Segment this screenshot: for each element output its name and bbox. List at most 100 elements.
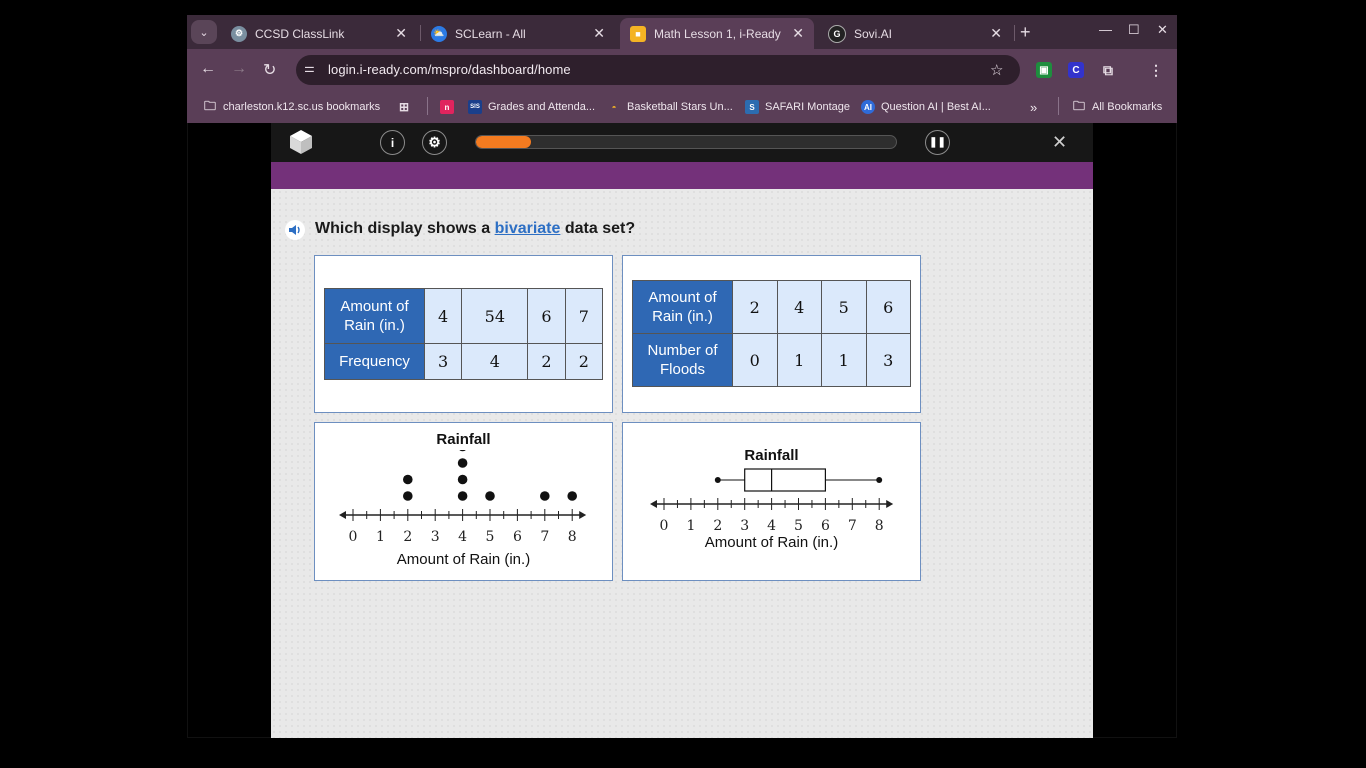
tick-label: 3: [740, 518, 749, 534]
close-lesson-icon[interactable]: ✕: [1052, 132, 1068, 152]
table-cell: 1: [821, 333, 867, 387]
box-plot-title: Rainfall: [744, 447, 799, 464]
tick-label: 7: [848, 518, 857, 534]
table-cell: 4: [461, 343, 529, 380]
tab-title: CCSD ClassLink: [255, 26, 345, 41]
bookmark-grades[interactable]: SIS Grades and Attenda...: [468, 96, 595, 118]
tick-label: 7: [540, 529, 549, 545]
table-cell: 3: [865, 333, 911, 387]
dot-point: [459, 450, 466, 452]
progress-fill: [476, 136, 531, 148]
folder-icon: 🗀: [203, 98, 216, 113]
question-text: Which display shows a: [315, 220, 495, 237]
axis-arrow-right: [886, 500, 894, 508]
sovi-favicon-icon: G: [828, 24, 846, 43]
tab-ccsd-classlink[interactable]: ⚙ CCSD ClassLink ✕: [221, 18, 417, 49]
iready-favicon-icon: ■: [630, 25, 646, 42]
settings-gear-icon[interactable]: ⚙: [422, 130, 447, 155]
sis-icon: SIS: [468, 100, 482, 114]
tick-label: 2: [403, 529, 412, 545]
dot-plot-title: Rainfall: [436, 431, 491, 448]
dot-point: [457, 474, 468, 485]
bookmark-basketball[interactable]: ◓ Basketball Stars Un...: [607, 96, 733, 118]
table-cell: 7: [564, 288, 604, 344]
box-plot-x-axis-label: Amount of Rain (in.): [704, 534, 839, 551]
site-settings-icon[interactable]: ⚌: [304, 61, 315, 75]
extension-c-icon[interactable]: C: [1068, 62, 1084, 78]
table-cell: 0: [732, 333, 778, 387]
apps-grid-button[interactable]: ⊞: [397, 96, 417, 118]
axis-arrow-left: [339, 511, 346, 519]
table-cell: 3: [423, 343, 463, 380]
tab-title: Math Lesson 1, i-Ready: [654, 26, 781, 41]
table-cell: 54: [461, 288, 529, 344]
tick-label: 6: [513, 529, 522, 545]
maximize-icon[interactable]: ☐: [1128, 22, 1140, 37]
menu-dots-icon[interactable]: ⋮: [1149, 61, 1163, 78]
question-ai-icon: AI: [861, 100, 875, 114]
tab-sclearn[interactable]: ⛅ SCLearn - All ✕: [421, 18, 615, 49]
back-icon[interactable]: ←: [200, 60, 216, 77]
table-cell: 1: [776, 333, 822, 387]
tab-title: Sovi.AI: [854, 26, 893, 41]
url-text[interactable]: login.i-ready.com/mspro/dashboard/home: [328, 62, 571, 77]
all-bookmarks-folder[interactable]: 🗀 All Bookmarks: [1072, 96, 1162, 118]
bookmark-star-icon[interactable]: ☆: [990, 62, 1004, 79]
dot-point: [403, 474, 413, 485]
table-row-header: Amount of Rain (in.): [632, 280, 733, 334]
lesson-banner: [271, 162, 1093, 189]
bookmark-question-ai[interactable]: AI Question AI | Best AI...: [861, 96, 991, 118]
pause-icon[interactable]: ❚❚: [925, 130, 950, 155]
tick-label: 1: [376, 529, 385, 545]
tick-label: 2: [713, 518, 722, 534]
bookmark-label: Question AI | Best AI...: [881, 101, 991, 113]
table-cell: 6: [527, 288, 566, 344]
tick-label: 3: [431, 529, 440, 545]
minimize-icon[interactable]: —: [1099, 22, 1112, 37]
extensions-puzzle-icon[interactable]: ⧉: [1103, 61, 1113, 78]
bookmark-label: Basketball Stars Un...: [627, 101, 733, 113]
axis-arrow-left: [650, 500, 657, 508]
new-tab-icon[interactable]: +: [1020, 22, 1031, 42]
apps-grid-icon: ⊞: [398, 100, 410, 114]
folder-icon: 🗀: [1072, 98, 1085, 113]
tick-label: 1: [686, 518, 695, 534]
close-tab-icon[interactable]: ✕: [395, 25, 407, 41]
answer-choice-dot-plot[interactable]: [314, 422, 613, 581]
forward-icon[interactable]: →: [231, 60, 247, 77]
table-cell: 4: [776, 280, 822, 334]
table-cell: 2: [732, 280, 778, 334]
speaker-audio-icon[interactable]: [285, 220, 305, 240]
close-tab-icon[interactable]: ✕: [990, 25, 1002, 41]
tab-iready[interactable]: ■ Math Lesson 1, i-Ready ✕: [620, 18, 814, 49]
bookmark-label: All Bookmarks: [1092, 101, 1163, 113]
address-bar[interactable]: [296, 55, 1020, 85]
tick-label: 0: [349, 529, 358, 545]
close-tab-icon[interactable]: ✕: [792, 25, 804, 41]
tab-divider: [420, 25, 421, 41]
more-bookmarks-icon[interactable]: »: [1030, 99, 1038, 115]
tab-sovi[interactable]: G Sovi.AI ✕: [818, 18, 1012, 49]
dot-point: [567, 491, 577, 501]
box-max-point: [876, 477, 883, 483]
info-button[interactable]: i: [380, 130, 405, 155]
reload-icon[interactable]: ↻: [263, 62, 277, 79]
tab-search-button[interactable]: ⌄: [191, 20, 217, 44]
extension-green-icon[interactable]: ▣: [1036, 62, 1052, 78]
table-cell: 2: [564, 343, 604, 380]
dot-point: [540, 491, 550, 501]
bivariate-glossary-link[interactable]: bivariate: [494, 220, 561, 237]
bookmark-divider: [1058, 97, 1059, 115]
n-app-icon: n: [440, 100, 454, 114]
bookmark-safari-montage[interactable]: S SAFARI Montage: [745, 96, 850, 118]
tick-label: 5: [794, 518, 803, 534]
tab-title: SCLearn - All: [455, 26, 526, 41]
bookmark-n-app[interactable]: n: [440, 96, 460, 118]
tick-label: 6: [821, 518, 830, 534]
close-window-icon[interactable]: ✕: [1157, 22, 1168, 37]
tick-label: 0: [660, 518, 669, 534]
close-tab-icon[interactable]: ✕: [593, 25, 605, 41]
question-prompt: Which display shows a bivariate data set…: [315, 220, 635, 238]
bookmark-folder-charleston[interactable]: 🗀 charleston.k12.sc.us bookmarks: [203, 96, 380, 118]
